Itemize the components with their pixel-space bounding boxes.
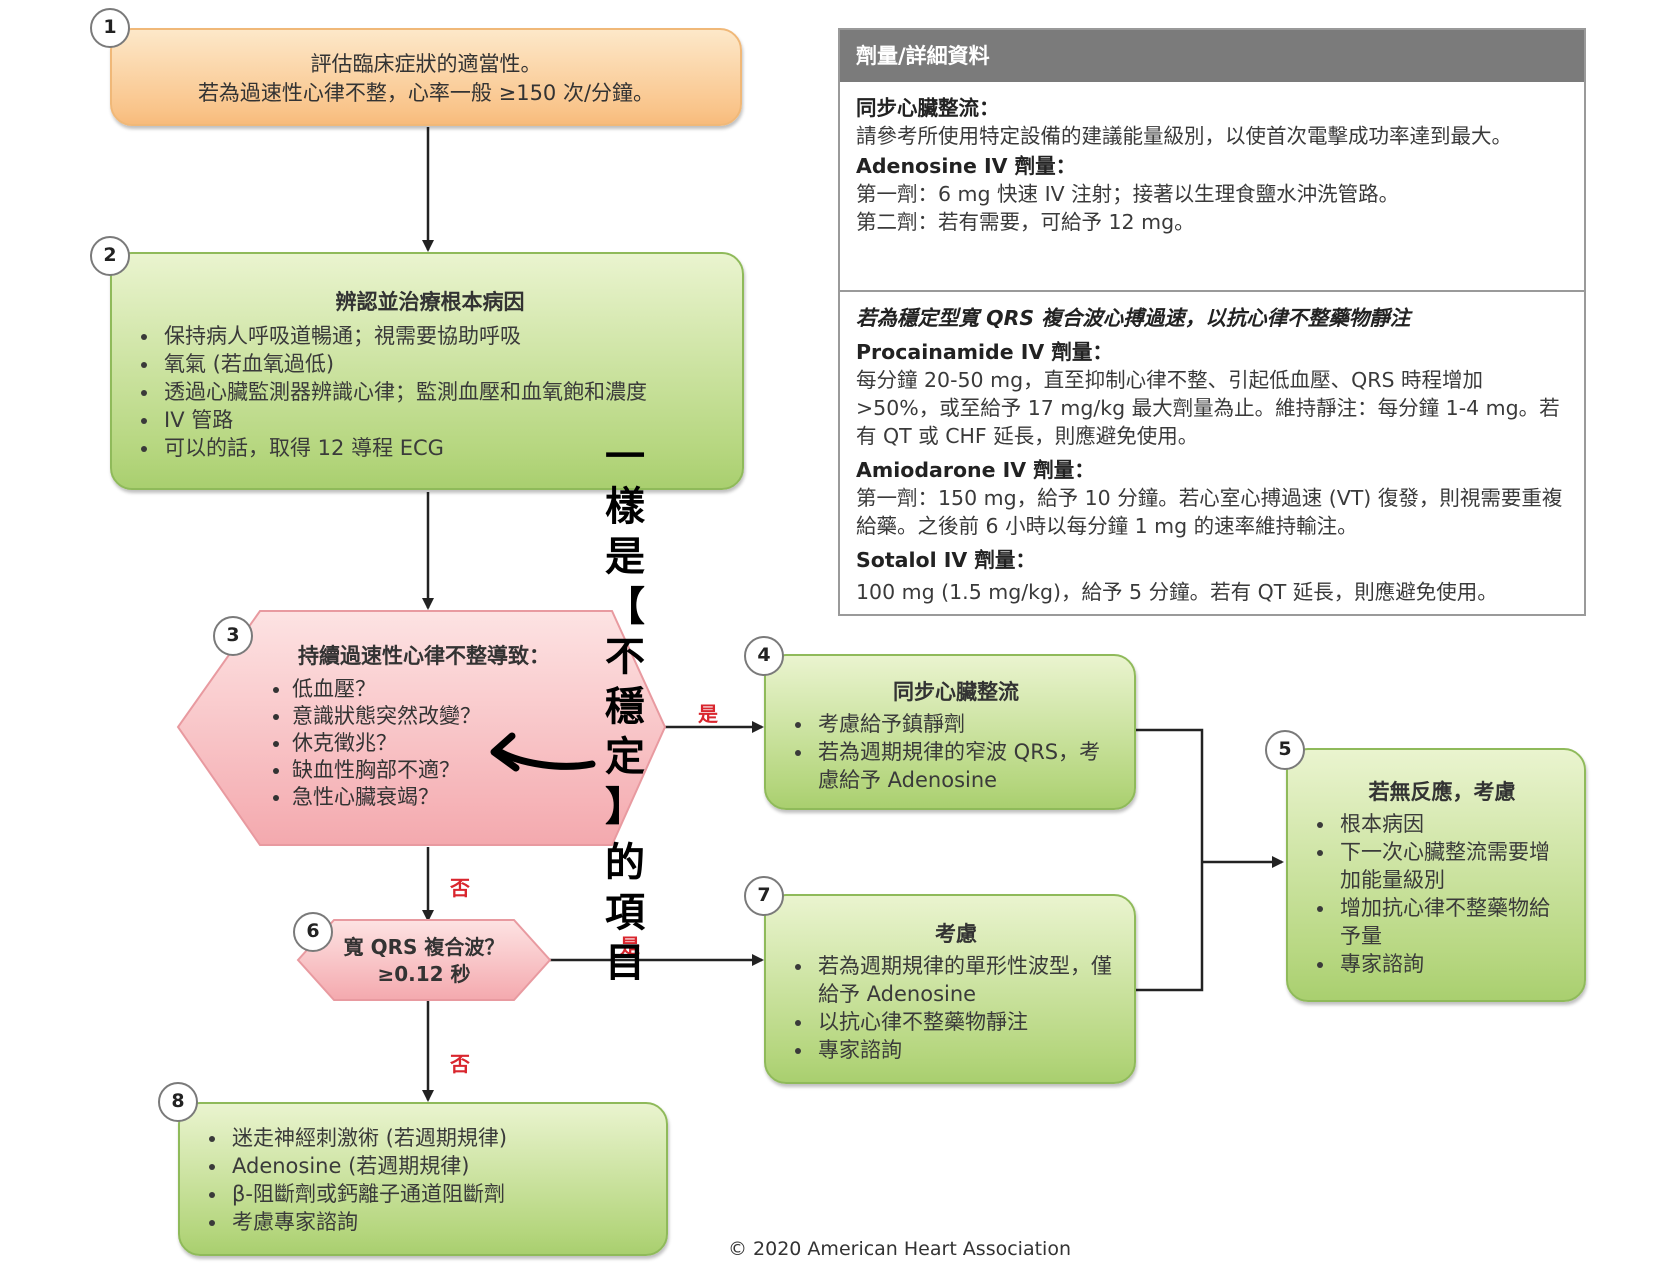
panel-heading: Procainamide IV 劑量：	[856, 340, 1113, 364]
step-number-7: 7	[744, 876, 784, 916]
box2-item: 可以的話，取得 12 導程 ECG	[160, 434, 722, 462]
box6-hexagon	[296, 919, 552, 1001]
note-char: 一	[605, 434, 645, 480]
panel-heading: Adenosine IV 劑量：	[856, 154, 1077, 178]
box7-list: 若為週期規律的單形性波型，僅給予 Adenosine 以抗心律不整藥物靜注 專家…	[792, 952, 1120, 1064]
box5-item: 根本病因	[1336, 810, 1570, 838]
dose-details-panel: 劑量/詳細資料 同步心臟整流： 請參考所使用特定設備的建議能量級別，以使首次電擊…	[838, 28, 1586, 616]
box8-list: 迷走神經刺激術 (若週期規律) Adenosine (若週期規律) β-阻斷劑或…	[206, 1124, 652, 1236]
box2-item: 透過心臟監測器辨識心律；監測血壓和血氧飽和濃度	[160, 378, 722, 406]
box7-item: 專家諮詢	[814, 1036, 1120, 1064]
label-yes-box6: 是	[620, 934, 640, 958]
note-char: 樣	[605, 484, 645, 530]
box8-item: β-阻斷劑或鈣離子通道阻斷劑	[228, 1180, 652, 1208]
panel-section-cardioversion: 同步心臟整流： 請參考所使用特定設備的建議能量級別，以使首次電擊成功率達到最大。…	[840, 82, 1584, 290]
box4-list: 考慮給予鎮靜劑 若為週期規律的窄波 QRS，考慮給予 Adenosine	[792, 710, 1120, 794]
panel-heading: Sotalol IV 劑量：	[856, 548, 1036, 572]
panel-text: 第二劑：若有需要，可給予 12 mg。	[856, 210, 1195, 234]
box2-item: 保持病人呼吸道暢通；視需要協助呼吸	[160, 322, 722, 350]
box5-title: 若無反應，考慮	[1368, 780, 1516, 804]
box3-item: 低血壓？	[292, 676, 610, 703]
step-number-5: 5	[1265, 730, 1305, 770]
box3-item: 休克徵兆？	[292, 730, 610, 757]
box1-line2: 若為過速性心律不整，心率一般 ≥150 次/分鐘。	[197, 81, 655, 105]
panel-section-antiarrhythmic: 若為穩定型寬 QRS 複合波心搏過速，以抗心律不整藥物靜注 Procainami…	[840, 292, 1584, 614]
note-char: 不	[605, 634, 645, 680]
box4-item: 若為週期規律的窄波 QRS，考慮給予 Adenosine	[814, 738, 1120, 794]
panel-header: 劑量/詳細資料	[840, 30, 1584, 82]
note-char: 的	[605, 840, 645, 886]
box7-title: 考慮	[935, 922, 977, 946]
step-number-1: 1	[90, 8, 130, 48]
box8-item: Adenosine (若週期規律)	[228, 1152, 652, 1180]
note-char: 穩	[605, 684, 645, 730]
panel-heading: 同步心臟整流：	[856, 96, 1000, 120]
note-char: 是	[605, 534, 645, 580]
panel-divider	[840, 290, 1584, 292]
panel-text: 第一劑：150 mg，給予 10 分鐘。若心室心搏過速 (VT) 復發，則視需要…	[856, 486, 1563, 538]
box5-item: 專家諮詢	[1336, 950, 1570, 978]
box5-item: 下一次心臟整流需要增加能量級別	[1336, 838, 1570, 894]
note-char: 】	[605, 784, 645, 830]
handwritten-arrow-icon	[490, 732, 596, 772]
note-char: 項	[605, 890, 645, 936]
box3-hexagon	[176, 610, 667, 846]
note-char: 定	[605, 734, 645, 780]
box4-title: 同步心臟整流	[893, 680, 1019, 704]
arrow-4-7-to-5	[1136, 728, 1282, 992]
label-no-box3: 否	[450, 876, 470, 900]
box8-item: 迷走神經刺激術 (若週期規律)	[228, 1124, 652, 1152]
panel-text: 第一劑：6 mg 快速 IV 注射；接著以生理食鹽水沖洗管路。	[856, 182, 1400, 206]
note-char: 目	[605, 940, 645, 986]
box8-item: 考慮專家諮詢	[228, 1208, 652, 1236]
step-number-2: 2	[90, 236, 130, 276]
box2-item: 氧氣 (若血氧過低)	[160, 350, 722, 378]
box5-item: 增加抗心律不整藥物給予量	[1336, 894, 1570, 950]
box6-wide-qrs: 寬 QRS 複合波？ ≥0.12 秒	[334, 934, 514, 988]
vertical-annotation: 一 樣 是 【 不 穩 定 】 的 項 目	[600, 432, 650, 988]
box3-unstable-check: 持續過速性心律不整導致： 低血壓？ 意識狀態突然改變？ 休克徵兆？ 缺血性胸部不…	[270, 640, 610, 811]
box5-if-refractory: 若無反應，考慮 根本病因 下一次心臟整流需要增加能量級別 增加抗心律不整藥物給予…	[1286, 748, 1586, 1002]
box7-item: 若為週期規律的單形性波型，僅給予 Adenosine	[814, 952, 1120, 1008]
box3-list: 低血壓？ 意識狀態突然改變？ 休克徵兆？ 缺血性胸部不適？ 急性心臟衰竭？	[270, 676, 610, 811]
box2-title: 辨認並治療根本病因	[335, 290, 525, 314]
box1-assess: 評估臨床症狀的適當性。 若為過速性心律不整，心率一般 ≥150 次/分鐘。	[110, 28, 742, 126]
box4-item: 考慮給予鎮靜劑	[814, 710, 1120, 738]
box4-cardioversion: 同步心臟整流 考慮給予鎮靜劑 若為週期規律的窄波 QRS，考慮給予 Adenos…	[764, 654, 1136, 810]
box3-item: 意識狀態突然改變？	[292, 703, 610, 730]
panel-heading-italic: 若為穩定型寬 QRS 複合波心搏過速，以抗心律不整藥物靜注	[856, 306, 1411, 330]
panel-text: 每分鐘 20-50 mg，直至抑制心律不整、引起低血壓、QRS 時程增加 >50…	[856, 368, 1560, 448]
copyright: © 2020 American Heart Association	[728, 1238, 1071, 1260]
step-number-3: 3	[213, 616, 253, 656]
note-char: 【	[605, 584, 645, 630]
box5-list: 根本病因 下一次心臟整流需要增加能量級別 增加抗心律不整藥物給予量 專家諮詢	[1314, 810, 1570, 978]
box2-item: IV 管路	[160, 406, 722, 434]
step-number-8: 8	[158, 1082, 198, 1122]
box1-line1: 評估臨床症狀的適當性。	[310, 52, 542, 76]
box3-item: 急性心臟衰竭？	[292, 784, 610, 811]
box3-item: 缺血性胸部不適？	[292, 757, 610, 784]
panel-text: 請參考所使用特定設備的建議能量級別，以使首次電擊成功率達到最大。	[856, 124, 1512, 148]
panel-text: 100 mg (1.5 mg/kg)，給予 5 分鐘。若有 QT 延長，則應避免…	[856, 580, 1498, 604]
box6-line2: ≥0.12 秒	[377, 962, 471, 986]
box6-line1: 寬 QRS 複合波？	[343, 935, 505, 959]
box7-consider: 考慮 若為週期規律的單形性波型，僅給予 Adenosine 以抗心律不整藥物靜注…	[764, 894, 1136, 1084]
label-no-box6: 否	[450, 1052, 470, 1076]
box2-list: 保持病人呼吸道暢通；視需要協助呼吸 氧氣 (若血氧過低) 透過心臟監測器辨識心律…	[138, 322, 722, 462]
step-number-6: 6	[293, 912, 333, 952]
step-number-4: 4	[744, 636, 784, 676]
box3-title: 持續過速性心律不整導致：	[298, 644, 550, 668]
panel-heading: Amiodarone IV 劑量：	[856, 458, 1095, 482]
label-yes-box3: 是	[698, 702, 718, 726]
box2-identify-treat: 辨認並治療根本病因 保持病人呼吸道暢通；視需要協助呼吸 氧氣 (若血氧過低) 透…	[110, 252, 744, 490]
box7-item: 以抗心律不整藥物靜注	[814, 1008, 1120, 1036]
box8-narrow-qrs: 迷走神經刺激術 (若週期規律) Adenosine (若週期規律) β-阻斷劑或…	[178, 1102, 668, 1256]
